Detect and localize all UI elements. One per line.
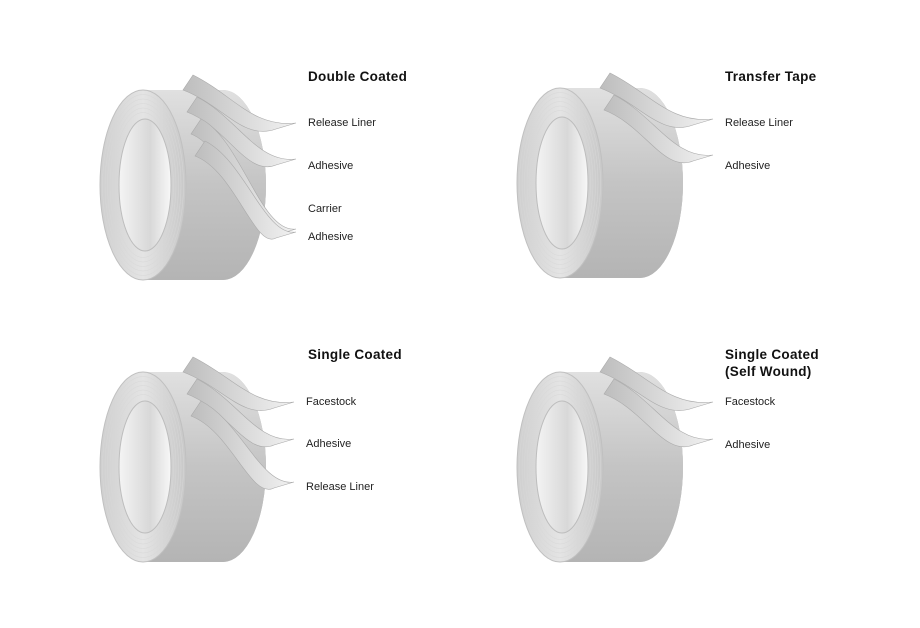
panel-title-single-coated: Single Coated (308, 347, 402, 362)
roll-winding-line (529, 110, 591, 256)
roll-winding-line (521, 380, 599, 554)
tape-layer-strip (194, 140, 297, 240)
layer-label: Adhesive (308, 160, 354, 172)
panel-title-double-coated: Double Coated (308, 69, 408, 84)
layer-label: Adhesive (308, 231, 354, 243)
roll-winding-line (102, 94, 184, 276)
roll-winding-line (519, 92, 601, 274)
roll-winding-line (521, 96, 599, 270)
roll-core-hole (535, 400, 589, 534)
roll-core-hole (118, 118, 172, 252)
roll-winding-line (102, 376, 184, 558)
tape-layer-strip (190, 400, 295, 490)
roll-winding-line (109, 389, 177, 545)
roll-core-hole (535, 116, 589, 250)
layer-label: Adhesive (725, 160, 771, 172)
panel-title-single-coated-self-wound: Single Coated (725, 347, 819, 362)
roll-core-hole (118, 400, 172, 534)
roll-winding-line (104, 380, 182, 554)
tape-layer-strip (182, 74, 297, 132)
layer-label: Carrier (308, 203, 342, 215)
layer-label: Release Liner (308, 117, 376, 129)
tape-layer-strip (603, 94, 714, 164)
tape-layer-strip (599, 356, 714, 411)
roll-winding-line (526, 105, 594, 261)
roll-winding-line (104, 98, 182, 272)
layer-label: Facestock (725, 396, 776, 408)
tape-layer-strip (603, 378, 714, 448)
panel-title-transfer-tape: Transfer Tape (725, 69, 817, 84)
tape-layer-strip (186, 96, 297, 168)
roll-winding-line (526, 389, 594, 545)
roll-winding-line (107, 103, 179, 267)
layer-label: Release Liner (725, 117, 793, 129)
roll-winding-line (519, 376, 601, 558)
panel-subtitle-self-wound: (Self Wound) (725, 364, 812, 379)
roll-winding-line (529, 394, 591, 540)
layer-label: Adhesive (306, 438, 352, 450)
layer-label: Release Liner (306, 481, 374, 493)
roll-winding-line (109, 107, 177, 263)
roll-winding-line (524, 385, 596, 549)
roll-winding-line (107, 385, 179, 549)
roll-winding-line (112, 394, 174, 540)
roll-winding-line (524, 101, 596, 265)
layer-label: Facestock (306, 396, 357, 408)
layer-label: Adhesive (725, 439, 771, 451)
roll-winding-line (112, 112, 174, 258)
tape-layer-strip (182, 356, 295, 411)
tape-layer-strip (599, 72, 714, 128)
